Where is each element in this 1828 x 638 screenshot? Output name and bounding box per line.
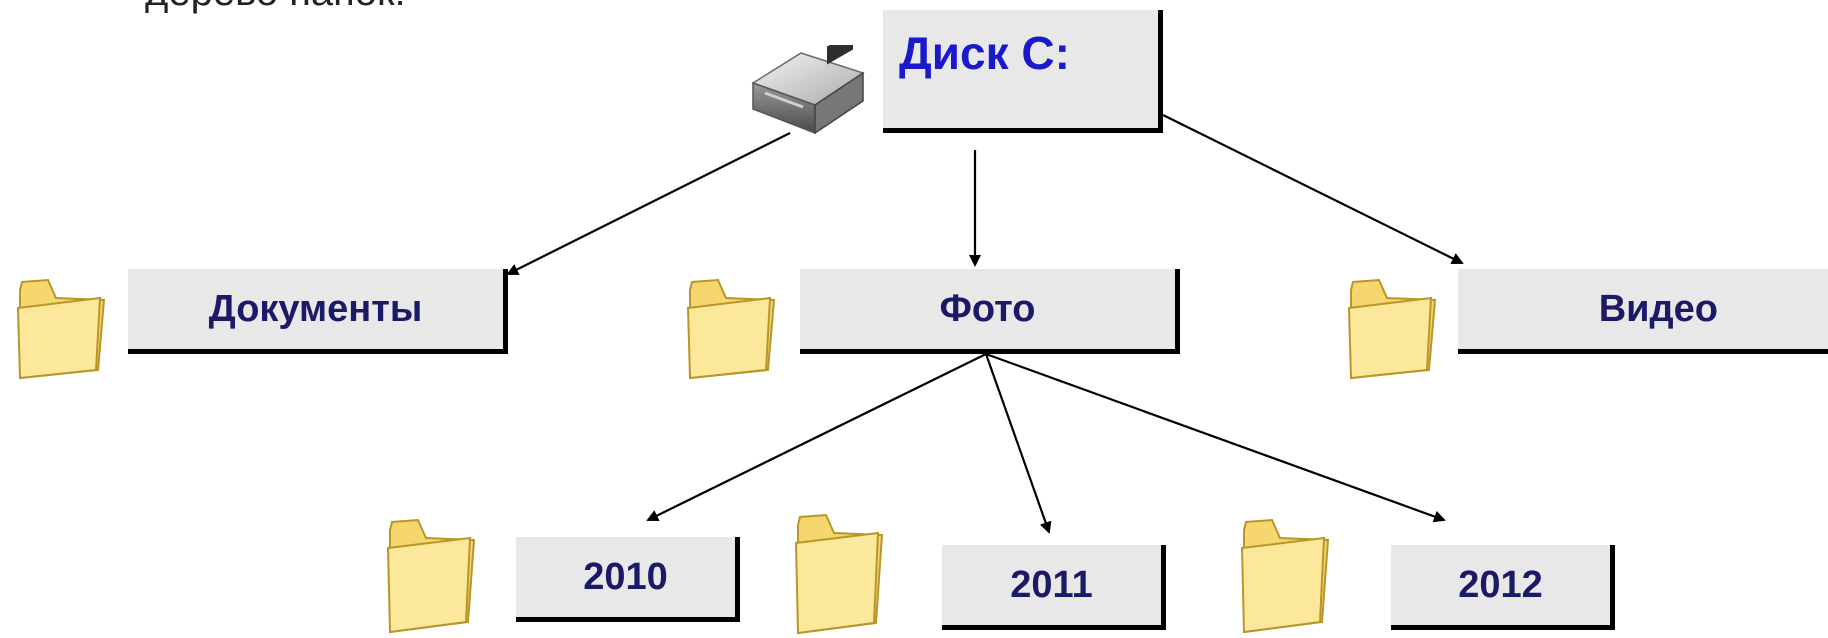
node-foto: Фото <box>800 269 1180 354</box>
node-video: Видео <box>1458 269 1828 354</box>
node-2011-label: 2011 <box>1010 563 1093 606</box>
node-2012-label: 2012 <box>1458 563 1543 606</box>
node-root-disk-c: Диск C: <box>883 10 1163 133</box>
folder-icon <box>794 513 884 635</box>
node-documents: Документы <box>128 269 508 354</box>
folder-icon <box>16 278 106 380</box>
hard-drive-icon <box>751 45 865 135</box>
node-2010-label: 2010 <box>583 555 668 598</box>
node-2010: 2010 <box>516 537 740 622</box>
node-documents-label: Документы <box>208 287 423 330</box>
node-video-label: Видео <box>1598 287 1718 330</box>
edge-foto-2011 <box>984 353 1052 534</box>
edge-foto-2012 <box>985 352 1446 523</box>
node-2012: 2012 <box>1391 545 1615 630</box>
folder-icon <box>686 278 776 380</box>
folder-icon <box>1240 518 1330 634</box>
intro-text: дерево папок: <box>145 0 406 15</box>
edge-root-documents <box>506 132 791 275</box>
node-foto-label: Фото <box>939 287 1036 330</box>
node-root-label: Диск C: <box>899 27 1070 79</box>
node-2011: 2011 <box>942 545 1166 630</box>
folder-icon <box>1347 278 1437 380</box>
edge-root-video <box>1162 114 1464 264</box>
edge-foto-2010 <box>646 353 987 521</box>
folder-icon <box>386 518 476 634</box>
